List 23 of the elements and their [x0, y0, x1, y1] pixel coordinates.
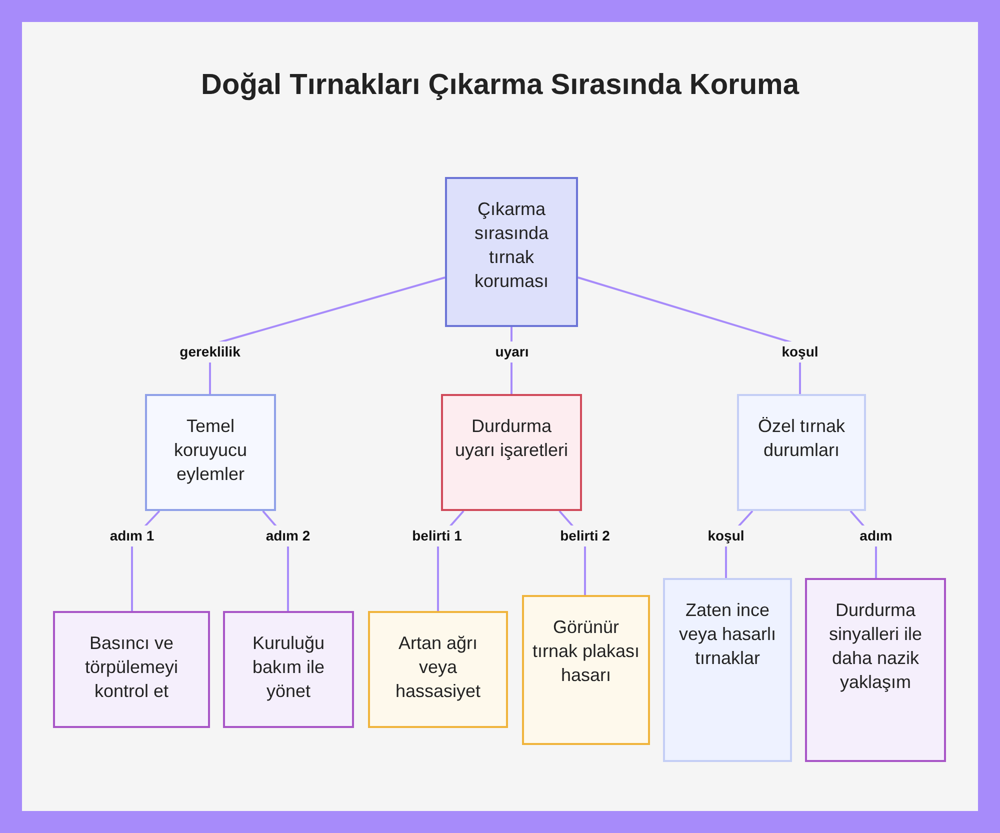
box-text: Çıkarma sırasında tırnak koruması [473, 198, 550, 293]
box-text: Basıncı ve törpülemeyi kontrol et [84, 632, 180, 703]
concept-box [737, 394, 866, 511]
concept-box [663, 578, 792, 762]
box-text: Görünür tırnak plakası hasarı [532, 616, 640, 687]
concept-box [441, 394, 582, 511]
concept-box [445, 177, 578, 327]
concept-box [805, 578, 946, 762]
box-text: Özel tırnak durumları [756, 415, 846, 462]
box-text: Artan ağrı veya hassasiyet [394, 632, 482, 703]
concept-box [368, 611, 508, 728]
box-text: Zaten ince veya hasarlı tırnaklar [678, 599, 778, 670]
box-text: Durdurma sinyalleri ile daha nazik yaklaşım [828, 599, 924, 694]
concept-box [145, 394, 276, 511]
box-text: Kuruluğu bakım ile yönet [251, 632, 326, 703]
connector-line [578, 276, 801, 394]
concept-box [522, 595, 650, 745]
diagram-title: Doğal Tırnakları Çıkarma Sırasında Koruma [200, 68, 800, 103]
concept-box [223, 611, 354, 728]
box-text: Durdurma uyarı işaretleri [454, 415, 570, 462]
concept-box [53, 611, 210, 728]
connector-line [209, 276, 446, 394]
box-text: Temel koruyucu eylemler [172, 415, 248, 486]
